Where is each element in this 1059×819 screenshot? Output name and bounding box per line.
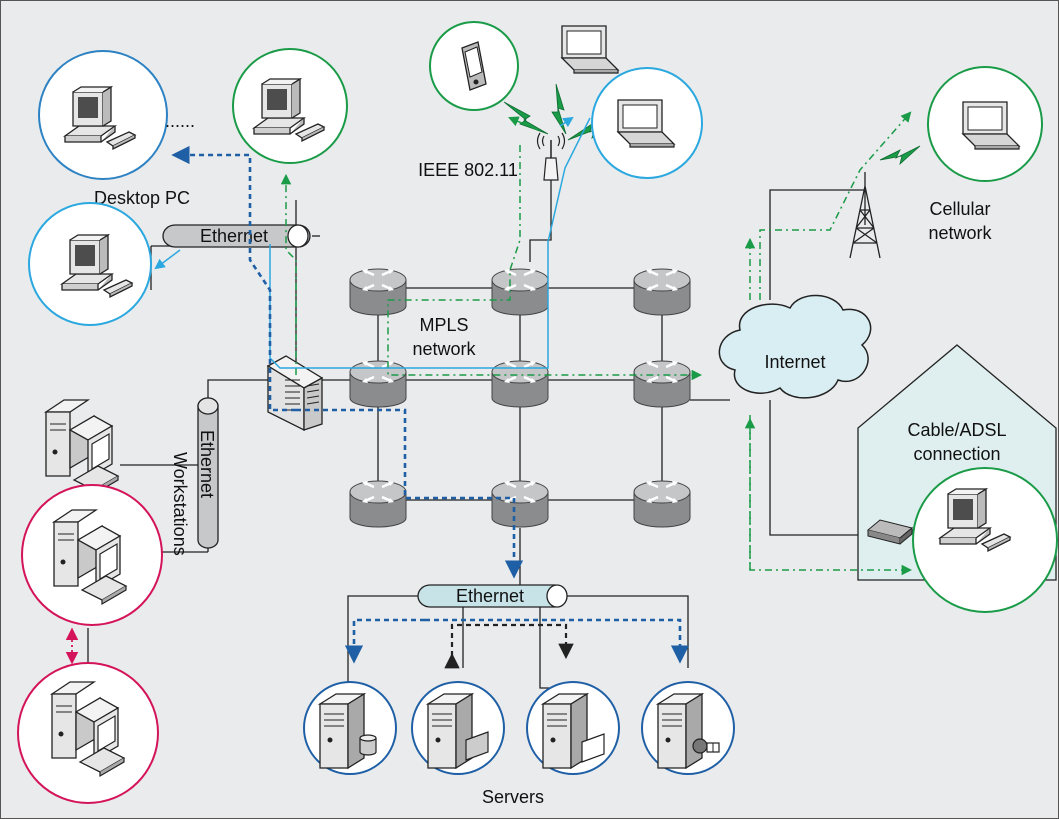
router-icons: [348, 267, 692, 529]
ethernet-left-label: Ethernet: [197, 430, 217, 498]
blue-flow-paths: [171, 145, 690, 664]
bridge-icon: [266, 355, 324, 432]
ethernet-left-bus: [197, 397, 219, 549]
mpls-network-label: network: [412, 339, 476, 359]
connection-label: connection: [913, 444, 1000, 464]
globe-icon: [692, 738, 720, 754]
document-icon-2: [581, 733, 605, 763]
pda-icon: [461, 41, 487, 91]
cyan-flow-paths: [154, 116, 591, 369]
cellular-tower-icon: [849, 172, 881, 259]
workstations-label: Workstations: [170, 452, 190, 556]
modem-icon: [866, 519, 914, 545]
desktop-pc-label: Desktop PC: [94, 188, 190, 208]
server-doc2-icon: [542, 693, 588, 769]
servers-label: Servers: [482, 787, 544, 807]
ethernet-bottom-label: Ethernet: [456, 586, 524, 606]
cellular-network-label: network: [928, 223, 992, 243]
cellular-label: Cellular: [929, 199, 990, 219]
mpls-label: MPLS: [419, 315, 468, 335]
ethernet-top-label: Ethernet: [200, 226, 268, 246]
cable-adsl-label: Cable/ADSL: [907, 420, 1006, 440]
ethernet-top-bus: [162, 224, 311, 248]
server-db-icon: [319, 693, 365, 769]
document-icon: [465, 731, 489, 761]
server-web-icon: [657, 693, 703, 769]
green-flow-paths: [280, 111, 913, 576]
internet-label: Internet: [764, 352, 825, 372]
database-icon: [359, 734, 377, 756]
internet-cloud: [718, 294, 872, 399]
access-point-icon: [536, 132, 566, 181]
ieee-label: IEEE 802.11: [418, 160, 518, 180]
ethernet-bottom-bus: [417, 584, 568, 608]
ellipsis-label: ......: [165, 111, 195, 131]
